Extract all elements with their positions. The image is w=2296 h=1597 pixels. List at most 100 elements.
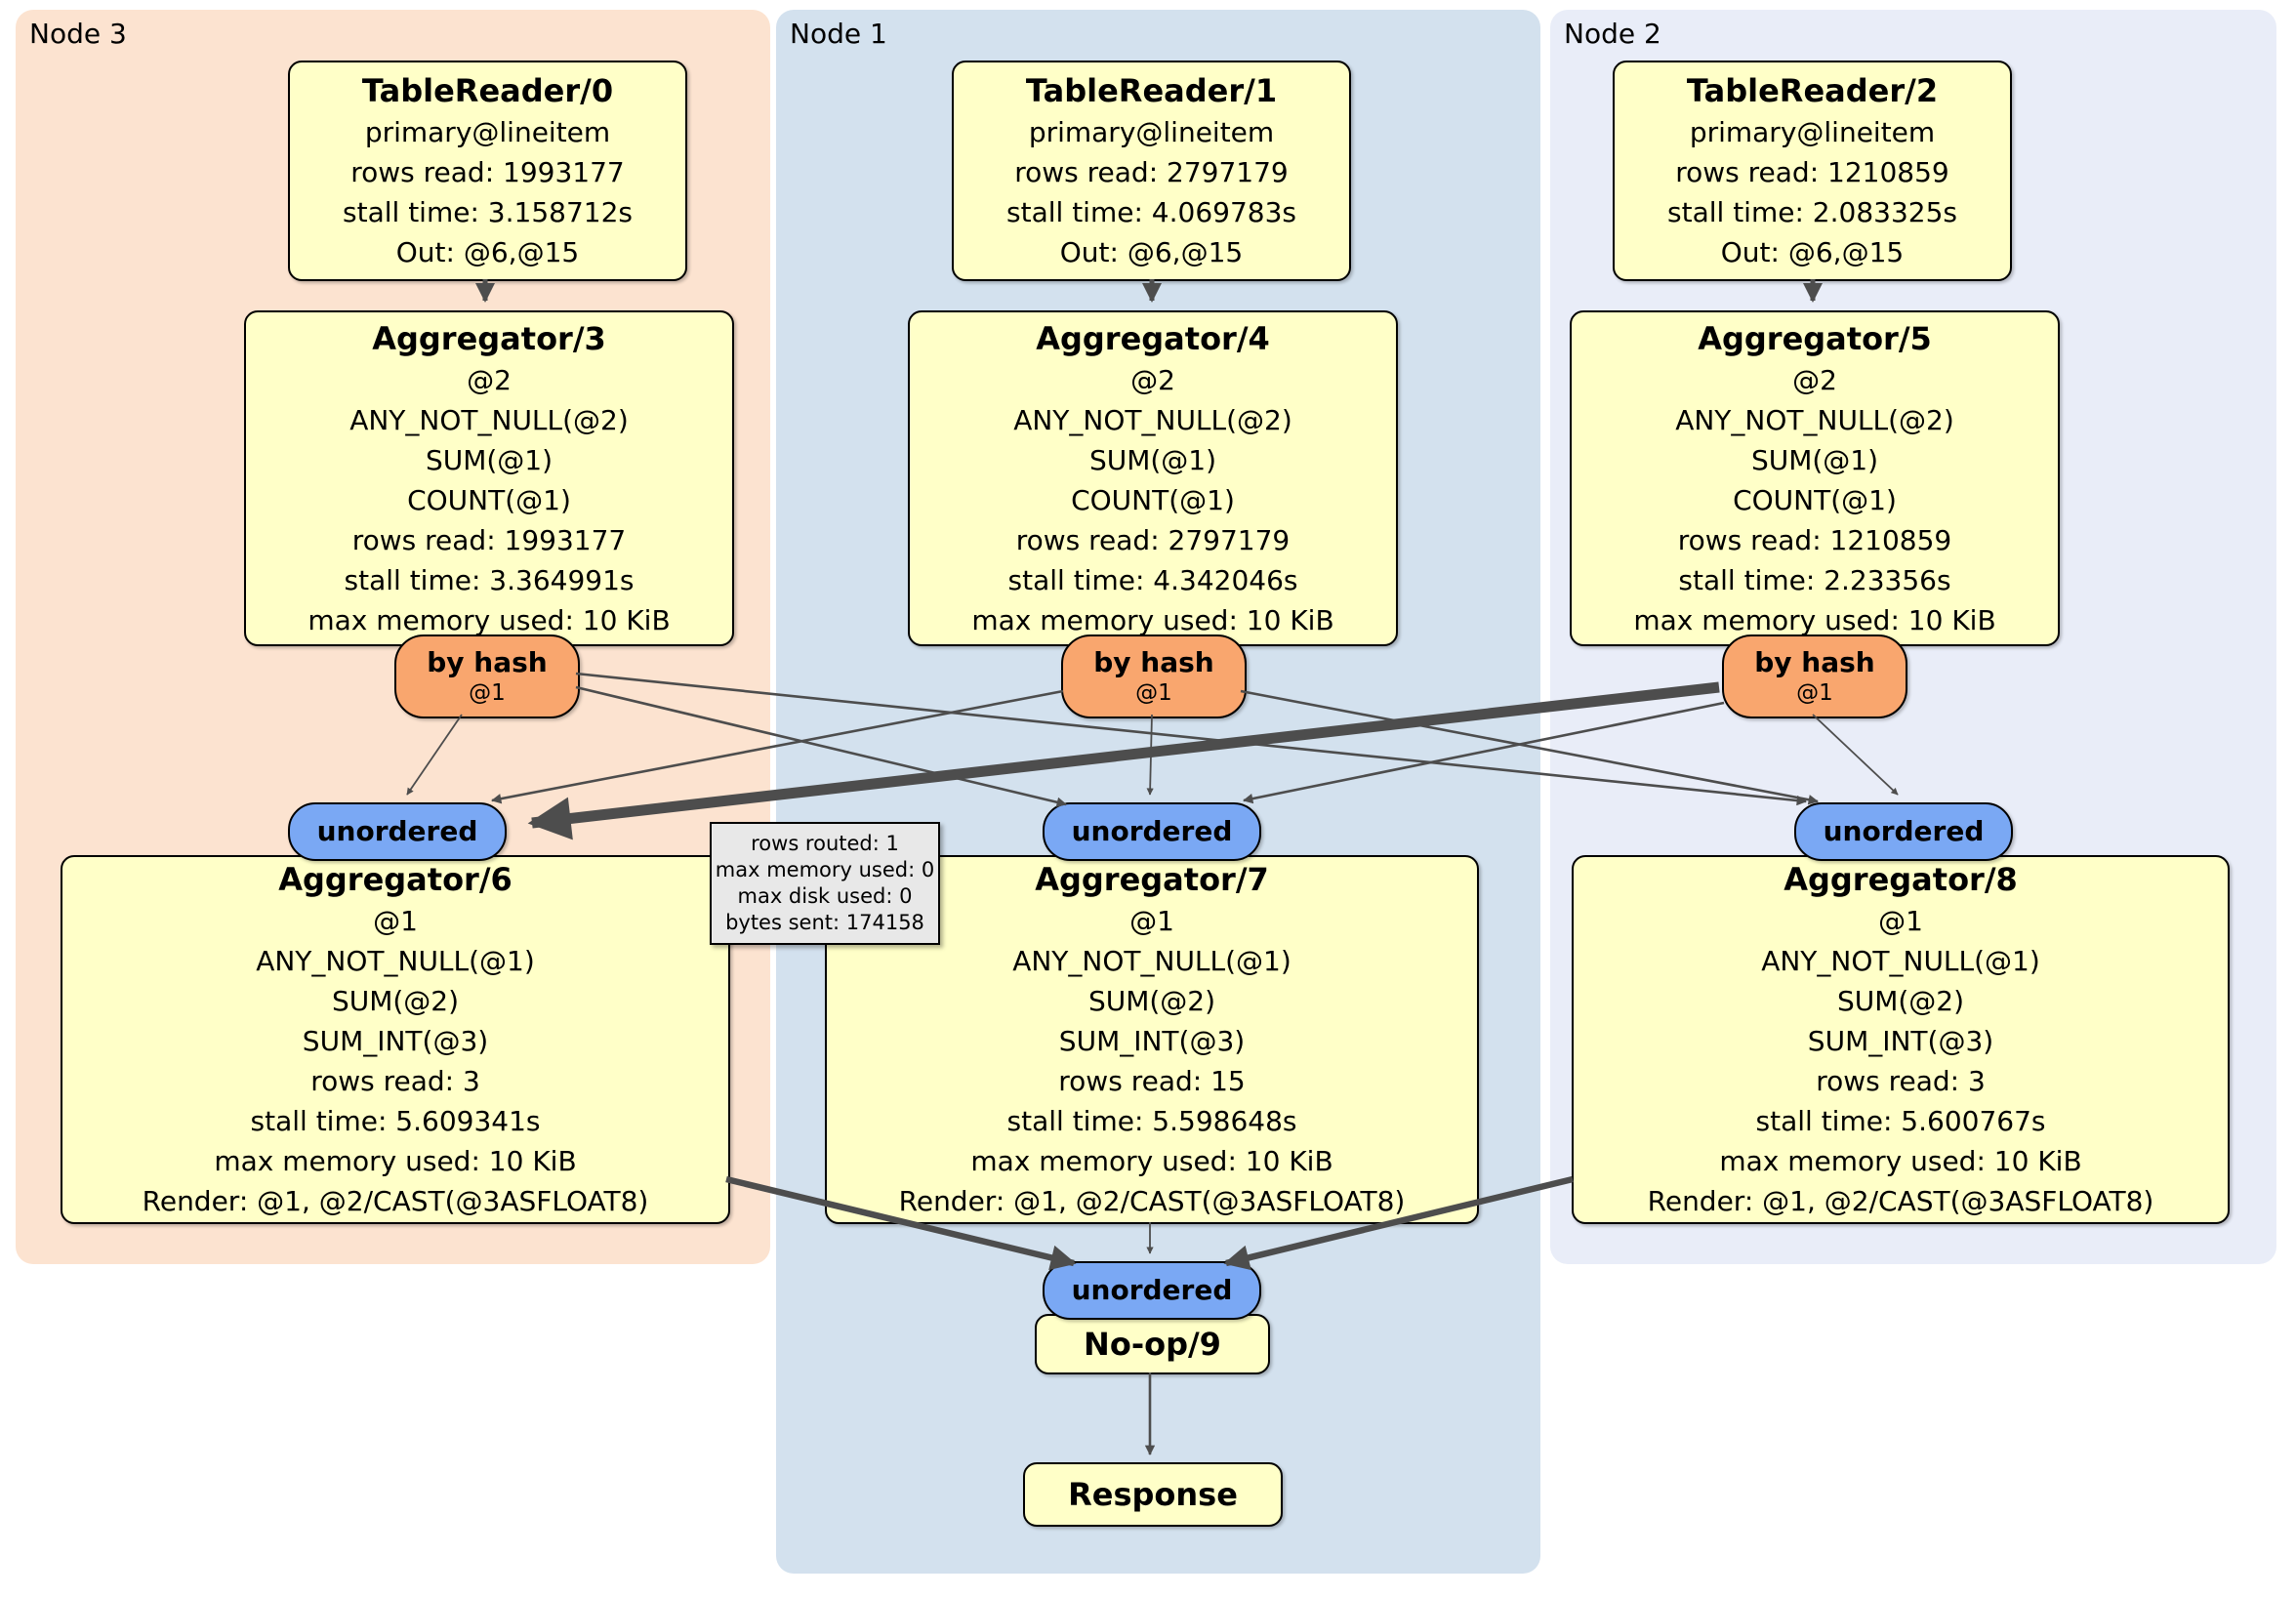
by-hash-label: by hash	[1093, 646, 1214, 678]
box-line: rows read: 3	[310, 1065, 480, 1097]
box-line: @1	[1878, 905, 1923, 937]
box-aggregator-6: Aggregator/6 @1 ANY_NOT_NULL(@1) SUM(@2)…	[61, 855, 730, 1224]
by-hash-column: @1	[1796, 680, 1833, 706]
unordered-pill-sink: unordered	[1043, 1261, 1261, 1320]
box-aggregator-8: Aggregator/8 @1 ANY_NOT_NULL(@1) SUM(@2)…	[1572, 855, 2230, 1224]
box-line: max memory used: 10 KiB	[1633, 603, 1996, 636]
box-tablereader-2: TableReader/2 primary@lineitem rows read…	[1613, 61, 2012, 281]
box-line: Out: @6,@15	[395, 236, 580, 268]
box-line: @2	[1130, 363, 1175, 396]
by-hash-column: @1	[1135, 680, 1172, 706]
box-line: Render: @1, @2/CAST(@3ASFLOAT8)	[1647, 1185, 2154, 1217]
box-line: stall time: 3.364991s	[344, 563, 635, 596]
by-hash-pill-node1: by hash @1	[1061, 635, 1247, 718]
box-line: @1	[1129, 905, 1174, 937]
box-line: Out: @6,@15	[1720, 236, 1905, 268]
box-line: rows read: 1210859	[1677, 523, 1952, 556]
panel-label-node3: Node 3	[29, 18, 127, 50]
box-line: max memory used: 10 KiB	[1719, 1145, 2082, 1177]
box-line: stall time: 2.23356s	[1678, 563, 1951, 596]
box-line: max memory used: 10 KiB	[971, 603, 1334, 636]
box-title: Response	[1068, 1476, 1238, 1513]
tooltip-line: bytes sent: 174158	[725, 911, 924, 934]
box-line: @2	[1792, 363, 1837, 396]
box-line: ANY_NOT_NULL(@1)	[256, 945, 535, 977]
box-line: SUM(@2)	[1836, 985, 1965, 1017]
box-line: rows read: 1993177	[350, 156, 625, 188]
box-line: stall time: 4.069783s	[1006, 196, 1296, 228]
box-aggregator-4: Aggregator/4 @2 ANY_NOT_NULL(@2) SUM(@1)…	[908, 310, 1398, 646]
box-title: Aggregator/5	[1698, 319, 1932, 357]
unordered-pill-node3: unordered	[288, 802, 507, 861]
box-title: Aggregator/7	[1035, 861, 1269, 898]
unordered-label: unordered	[1823, 815, 1985, 847]
box-line: SUM_INT(@3)	[1807, 1025, 1994, 1057]
box-line: Render: @1, @2/CAST(@3ASFLOAT8)	[142, 1185, 649, 1217]
unordered-pill-node2: unordered	[1794, 802, 2013, 861]
box-line: SUM_INT(@3)	[302, 1025, 489, 1057]
box-line: SUM(@1)	[1750, 443, 1879, 476]
unordered-pill-node1: unordered	[1043, 802, 1261, 861]
by-hash-label: by hash	[427, 646, 548, 678]
box-line: stall time: 4.342046s	[1007, 563, 1298, 596]
box-line: stall time: 3.158712s	[343, 196, 633, 228]
box-response: Response	[1023, 1462, 1283, 1527]
box-line: primary@lineitem	[1689, 116, 1936, 148]
box-title: Aggregator/8	[1784, 861, 2018, 898]
box-line: SUM(@2)	[1087, 985, 1216, 1017]
unordered-label: unordered	[1071, 815, 1233, 847]
tooltip-line: max memory used: 0	[715, 858, 935, 881]
by-hash-label: by hash	[1754, 646, 1875, 678]
box-line: max memory used: 10 KiB	[308, 603, 671, 636]
unordered-label: unordered	[316, 815, 478, 847]
box-line: stall time: 2.083325s	[1667, 196, 1957, 228]
box-line: ANY_NOT_NULL(@2)	[1675, 403, 1954, 436]
box-title: TableReader/2	[1686, 72, 1939, 109]
box-aggregator-3: Aggregator/3 @2 ANY_NOT_NULL(@2) SUM(@1)…	[244, 310, 734, 646]
box-line: rows read: 3	[1816, 1065, 1986, 1097]
box-line: stall time: 5.609341s	[250, 1105, 541, 1137]
box-line: SUM(@2)	[331, 985, 460, 1017]
box-tablereader-1: TableReader/1 primary@lineitem rows read…	[952, 61, 1351, 281]
box-title: Aggregator/4	[1036, 319, 1270, 357]
box-line: rows read: 2797179	[1014, 156, 1289, 188]
box-title: No-op/9	[1084, 1326, 1221, 1363]
box-line: ANY_NOT_NULL(@1)	[1012, 945, 1292, 977]
box-line: ANY_NOT_NULL(@1)	[1761, 945, 2040, 977]
box-line: primary@lineitem	[364, 116, 611, 148]
box-line: COUNT(@1)	[1071, 483, 1235, 516]
box-line: Render: @1, @2/CAST(@3ASFLOAT8)	[898, 1185, 1406, 1217]
panel-label-node1: Node 1	[790, 18, 887, 50]
box-line: ANY_NOT_NULL(@2)	[1013, 403, 1292, 436]
box-line: @2	[467, 363, 512, 396]
unordered-label: unordered	[1071, 1274, 1233, 1306]
tooltip-line: max disk used: 0	[737, 884, 913, 908]
box-line: SUM(@1)	[1088, 443, 1217, 476]
by-hash-pill-node2: by hash @1	[1722, 635, 1907, 718]
box-line: max memory used: 10 KiB	[214, 1145, 577, 1177]
tooltip-line: rows routed: 1	[751, 832, 899, 855]
box-line: COUNT(@1)	[407, 483, 571, 516]
box-title: Aggregator/3	[372, 319, 606, 357]
box-line: rows read: 1210859	[1675, 156, 1949, 188]
box-line: @1	[373, 905, 418, 937]
box-title: Aggregator/6	[278, 861, 512, 898]
box-aggregator-5: Aggregator/5 @2 ANY_NOT_NULL(@2) SUM(@1)…	[1570, 310, 2060, 646]
box-line: Out: @6,@15	[1059, 236, 1244, 268]
box-line: rows read: 1993177	[351, 523, 627, 556]
box-line: rows read: 15	[1058, 1065, 1246, 1097]
panel-label-node2: Node 2	[1564, 18, 1661, 50]
by-hash-column: @1	[469, 680, 506, 706]
box-line: SUM_INT(@3)	[1058, 1025, 1246, 1057]
box-title: TableReader/1	[1025, 72, 1278, 109]
box-tablereader-0: TableReader/0 primary@lineitem rows read…	[288, 61, 687, 281]
box-line: max memory used: 10 KiB	[970, 1145, 1333, 1177]
box-no-op-9: No-op/9	[1035, 1314, 1270, 1374]
box-line: stall time: 5.598648s	[1006, 1105, 1297, 1137]
box-line: SUM(@1)	[425, 443, 554, 476]
box-line: stall time: 5.600767s	[1755, 1105, 2046, 1137]
box-line: COUNT(@1)	[1733, 483, 1897, 516]
edge-stats-tooltip: rows routed: 1 max memory used: 0 max di…	[710, 822, 940, 945]
box-line: rows read: 2797179	[1015, 523, 1291, 556]
